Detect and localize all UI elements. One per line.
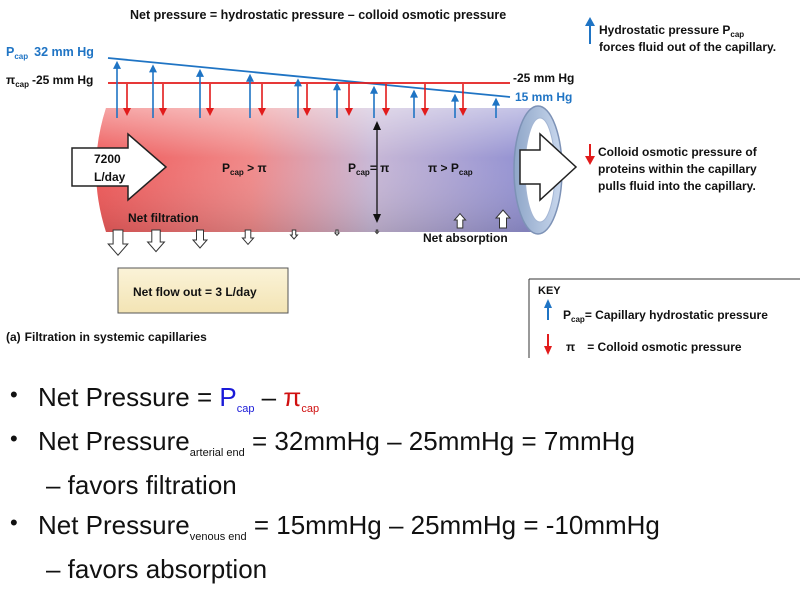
venous-colloid-value: -25 mm Hg bbox=[513, 71, 574, 85]
figure-title: Net pressure = hydrostatic pressure – co… bbox=[130, 8, 506, 22]
colloid-arrowhead-icon bbox=[459, 108, 467, 116]
bullet-text: Net Pressure = bbox=[38, 382, 220, 412]
inflow-unit: L/day bbox=[94, 170, 126, 184]
key-title: KEY bbox=[538, 285, 561, 297]
colloid-legend: Colloid osmotic pressure of proteins wit… bbox=[585, 144, 758, 193]
zone-label-arterial: Pcap > π bbox=[222, 161, 267, 177]
colloid-arrowhead-icon bbox=[303, 108, 311, 116]
hydrostatic-arrowhead-icon bbox=[410, 89, 418, 98]
blue-up-arrow-icon bbox=[585, 17, 595, 26]
hydrostatic-arrowhead-icon bbox=[246, 73, 254, 82]
venous-hydrostatic-value: 15 mm Hg bbox=[515, 90, 572, 104]
bullet-net-pressure-formula: • Net Pressure = Pcap – πcap bbox=[10, 382, 320, 416]
colloid-arrowhead-icon bbox=[258, 108, 266, 116]
hydrostatic-arrowhead-icon bbox=[451, 93, 459, 102]
venous-subscript: venous end bbox=[189, 531, 247, 544]
svg-text:forces fluid out of the capill: forces fluid out of the capillary. bbox=[599, 40, 776, 54]
hydrostatic-arrowhead-icon bbox=[294, 78, 302, 87]
bullet-dot: • bbox=[10, 382, 18, 407]
capillary-tube bbox=[96, 105, 563, 235]
pcap-subscript: cap bbox=[236, 403, 255, 416]
pi-symbol: π bbox=[283, 382, 302, 412]
inflow-value: 7200 bbox=[94, 152, 121, 166]
bullet-text: – favors filtration bbox=[46, 470, 237, 500]
net-flow-box: Net flow out = 3 L/day bbox=[117, 267, 289, 314]
key-item-colloid: π= Colloid osmotic pressure bbox=[566, 340, 742, 354]
outward-flux-arrow-icon bbox=[146, 229, 166, 253]
hydrostatic-legend: Hydrostatic pressure Pcap forces fluid o… bbox=[585, 17, 776, 54]
svg-text:Hydrostatic pressure Pcap: Hydrostatic pressure Pcap bbox=[599, 23, 744, 39]
hydrostatic-arrowhead-icon bbox=[196, 68, 204, 77]
net-filtration-label: Net filtration bbox=[128, 211, 199, 225]
hydrostatic-arrowhead-icon bbox=[113, 60, 121, 69]
svg-text:Colloid osmotic pressure of: Colloid osmotic pressure of bbox=[598, 145, 758, 159]
red-down-arrow-icon bbox=[585, 156, 595, 165]
key-item-hydrostatic: Pcap= Capillary hydrostatic pressure bbox=[563, 308, 768, 324]
equilibrium-double-arrow-icon bbox=[373, 121, 381, 223]
sub-bullet-absorption: – favors absorption bbox=[46, 554, 267, 585]
bullet-text: Net Pressure bbox=[38, 426, 190, 456]
inward-flux-arrow-icon bbox=[494, 209, 512, 229]
arterial-subscript: arterial end bbox=[189, 447, 245, 460]
bullet-dot: • bbox=[10, 510, 18, 535]
outward-flux-arrow-icon bbox=[107, 229, 129, 256]
bullet-equation: = 15mmHg – 25mmHg = -10mmHg bbox=[246, 510, 660, 540]
bullet-equation: = 32mmHg – 25mmHg = 7mmHg bbox=[244, 426, 635, 456]
hydrostatic-arrowhead-icon bbox=[149, 64, 157, 73]
sub-bullet-filtration: – favors filtration bbox=[46, 470, 237, 501]
pressure-arrow-group bbox=[113, 60, 500, 118]
inflow-arrow-icon: 7200 L/day bbox=[71, 132, 168, 202]
key-blue-arrow-icon bbox=[544, 299, 552, 308]
bullet-venous-end: • Net Pressurevenous end = 15mmHg – 25mm… bbox=[10, 510, 660, 544]
bullet-text: Net Pressure bbox=[38, 510, 190, 540]
hydrostatic-arrowhead-icon bbox=[370, 85, 378, 94]
flux-arrow-group bbox=[107, 209, 512, 256]
zone-label-middle: Pcap= π bbox=[348, 161, 389, 177]
hydrostatic-pressure-line bbox=[107, 57, 511, 98]
colloid-arrowhead-icon bbox=[206, 108, 214, 116]
colloid-arrowhead-icon bbox=[345, 108, 353, 116]
inward-flux-arrow-icon bbox=[453, 212, 467, 229]
outflow-arrow-icon bbox=[519, 132, 578, 202]
outward-flux-arrow-icon bbox=[191, 229, 209, 249]
pi-cap-label: πcap-25 mm Hg bbox=[6, 73, 93, 89]
key-box: KEY Pcap= Capillary hydrostatic pressure… bbox=[528, 278, 800, 358]
bullet-dot: • bbox=[10, 426, 18, 451]
bullet-arterial-end: • Net Pressurearterial end = 32mmHg – 25… bbox=[10, 426, 635, 460]
key-red-arrow-icon bbox=[544, 346, 552, 355]
outward-flux-arrow-icon bbox=[241, 229, 255, 246]
hydrostatic-arrowhead-icon bbox=[333, 82, 341, 91]
colloid-arrowhead-icon bbox=[421, 108, 429, 116]
svg-text:pulls fluid into the capillary: pulls fluid into the capillary. bbox=[598, 179, 756, 193]
hydrostatic-arrowhead-icon bbox=[492, 97, 500, 106]
pcap-symbol: P bbox=[219, 382, 237, 412]
net-absorption-label: Net absorption bbox=[423, 231, 508, 245]
net-flow-text: Net flow out = 3 L/day bbox=[133, 285, 257, 299]
svg-text:proteins within the capillary: proteins within the capillary bbox=[598, 162, 757, 176]
zone-label-venous: π > Pcap bbox=[428, 161, 473, 177]
pi-subscript: cap bbox=[301, 403, 320, 416]
outward-flux-arrow-icon bbox=[374, 229, 380, 235]
capillary-filtration-diagram: Net pressure = hydrostatic pressure – co… bbox=[6, 8, 800, 358]
bullet-text: – favors absorption bbox=[46, 554, 268, 584]
colloid-arrowhead-icon bbox=[382, 108, 390, 116]
outward-flux-arrow-icon bbox=[289, 229, 299, 240]
minus-sign: – bbox=[254, 382, 284, 412]
figure-caption: (a)Filtration in systemic capillaries bbox=[6, 330, 207, 344]
outward-flux-arrow-icon bbox=[333, 229, 341, 237]
colloid-arrowhead-icon bbox=[123, 108, 131, 116]
colloid-arrowhead-icon bbox=[159, 108, 167, 116]
